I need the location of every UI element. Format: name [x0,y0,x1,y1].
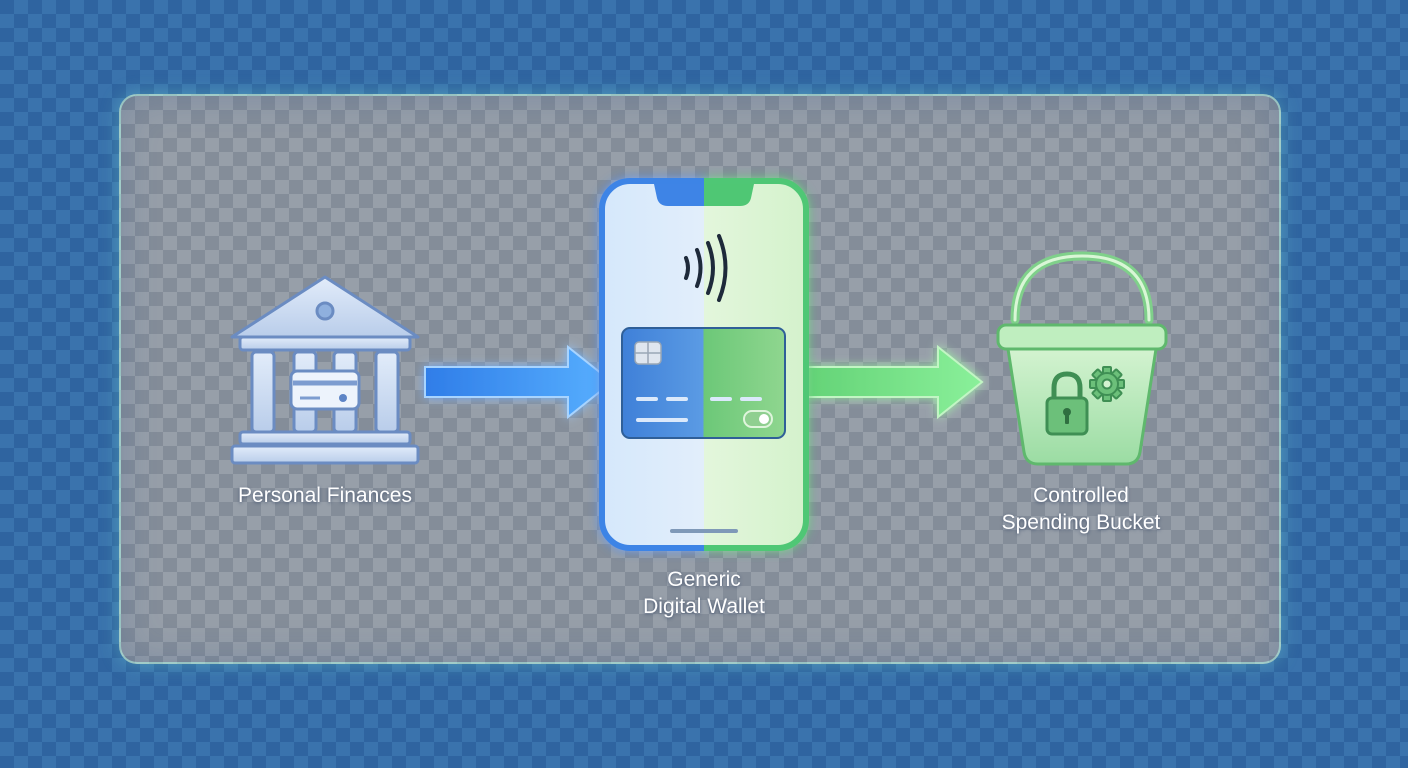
bucket-lock-icon [996,251,1168,466]
personal-finances-label: Personal Finances [238,484,412,507]
gear-icon [1089,366,1125,402]
credit-card-icon [289,369,361,411]
spending-bucket-label: Controlled Spending Bucket [1001,484,1161,534]
digital-wallet-label: Generic Digital Wallet [643,568,765,618]
contactless-icon [684,234,728,302]
bank-icon [230,275,420,465]
arrow-wallet-to-bucket [783,344,984,420]
smartphone-wallet-icon [599,178,809,551]
arrow-bank-to-wallet [424,344,614,420]
padlock-icon [1045,371,1089,436]
payment-card [621,327,786,439]
